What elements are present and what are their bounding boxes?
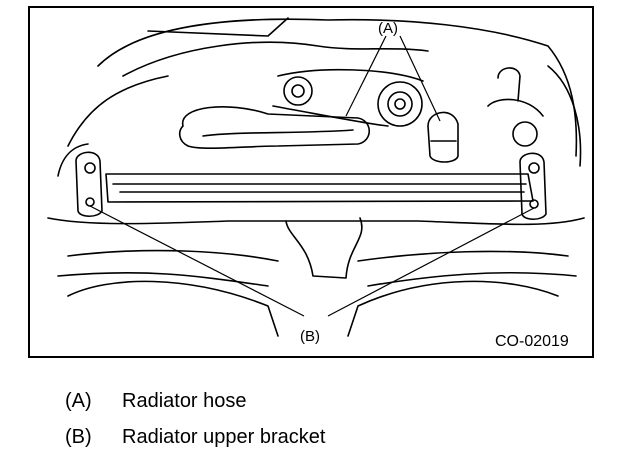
figure-code: CO-02019 [495, 333, 569, 350]
engine-bay-illustration: (A) (B) CO-02019 [28, 6, 594, 358]
engine-outline [97, 18, 578, 157]
upper-bracket-left [75, 151, 103, 218]
legend-item: (B) Radiator upper bracket [65, 426, 325, 462]
legend: (A) Radiator hose (B) Radiator upper bra… [65, 390, 325, 462]
bumper-outline [67, 280, 279, 337]
pulley [377, 81, 423, 127]
leader-line-a-right [399, 35, 441, 122]
radiator-hose-left [178, 106, 371, 150]
legend-key: (A) [65, 390, 92, 412]
pulley [283, 76, 313, 106]
callout-b: (B) [300, 328, 320, 345]
figure-frame [28, 6, 594, 358]
radiator-core [105, 173, 534, 203]
leader-line-b-right [327, 207, 535, 317]
legend-label: Radiator upper bracket [122, 426, 326, 448]
radiator-hose-right [427, 111, 459, 163]
leader-line-a-left [345, 35, 387, 117]
legend-item: (A) Radiator hose [65, 390, 325, 426]
legend-label: Radiator hose [122, 390, 247, 412]
reservoir-cap [512, 121, 538, 147]
legend-key: (B) [65, 426, 92, 448]
upper-bracket-right [519, 152, 547, 221]
leader-line-b-left [89, 205, 305, 317]
fan-shroud [285, 217, 363, 279]
callout-a: (A) [378, 20, 398, 37]
